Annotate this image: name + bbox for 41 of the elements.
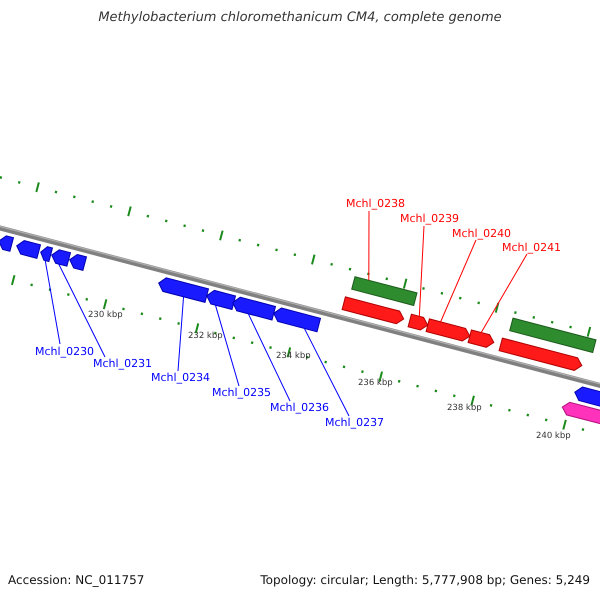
leader-line (304, 328, 350, 416)
diagram-title: Methylobacterium chloromethanicum CM4, complete genome (97, 11, 503, 26)
gene-feature (341, 296, 404, 324)
scale-label: 230 kbp (88, 311, 123, 320)
gene-feature (206, 290, 236, 310)
leader-line (440, 240, 476, 322)
scale-label: 238 kbp (447, 404, 482, 414)
feature-bar (509, 317, 597, 354)
gene-label: Mchl_0234 (151, 372, 210, 384)
leader-line (58, 264, 106, 358)
gene-feature (467, 329, 494, 348)
gene-label: Mchl_0238 (346, 198, 406, 210)
gene-feature (273, 307, 322, 332)
gene-feature (232, 296, 276, 321)
genome-summary-text: Topology: circular; Length: 5,777,908 bp; Genes: 5,249 (260, 574, 590, 588)
gene-label: Mchl_0235 (212, 387, 272, 400)
leader-line (248, 313, 290, 402)
gene-label: Mchl_0230 (35, 346, 94, 358)
leader-line (418, 226, 424, 317)
gene-feature (498, 337, 582, 371)
gene-label: Mchl_0241 (502, 242, 562, 254)
feature-bar (351, 276, 418, 306)
leader-line (44, 260, 60, 344)
gene-feature (407, 314, 428, 331)
gene-label: Mchl_0240 (452, 228, 512, 240)
scale-label: 236 kbp (358, 379, 393, 388)
leader-line (480, 254, 528, 334)
leader-line (368, 210, 370, 281)
leader-line (214, 304, 240, 386)
gene-feature (51, 249, 72, 267)
gene-label: Mchl_0231 (93, 358, 152, 370)
gene-label: Mchl_0237 (325, 417, 384, 430)
gene-feature (0, 235, 14, 252)
accession-text: Accession: NC_011757 (8, 574, 144, 588)
scale-label: 232 kbp (188, 332, 223, 342)
gene-feature (69, 254, 88, 271)
gene-label: Mchl_0236 (270, 402, 330, 414)
leader-line (178, 296, 184, 372)
scale-label: 234 kbp (276, 352, 311, 362)
gene-label: Mchl_0239 (400, 213, 460, 226)
scale-label: 240 kbp (536, 432, 571, 442)
